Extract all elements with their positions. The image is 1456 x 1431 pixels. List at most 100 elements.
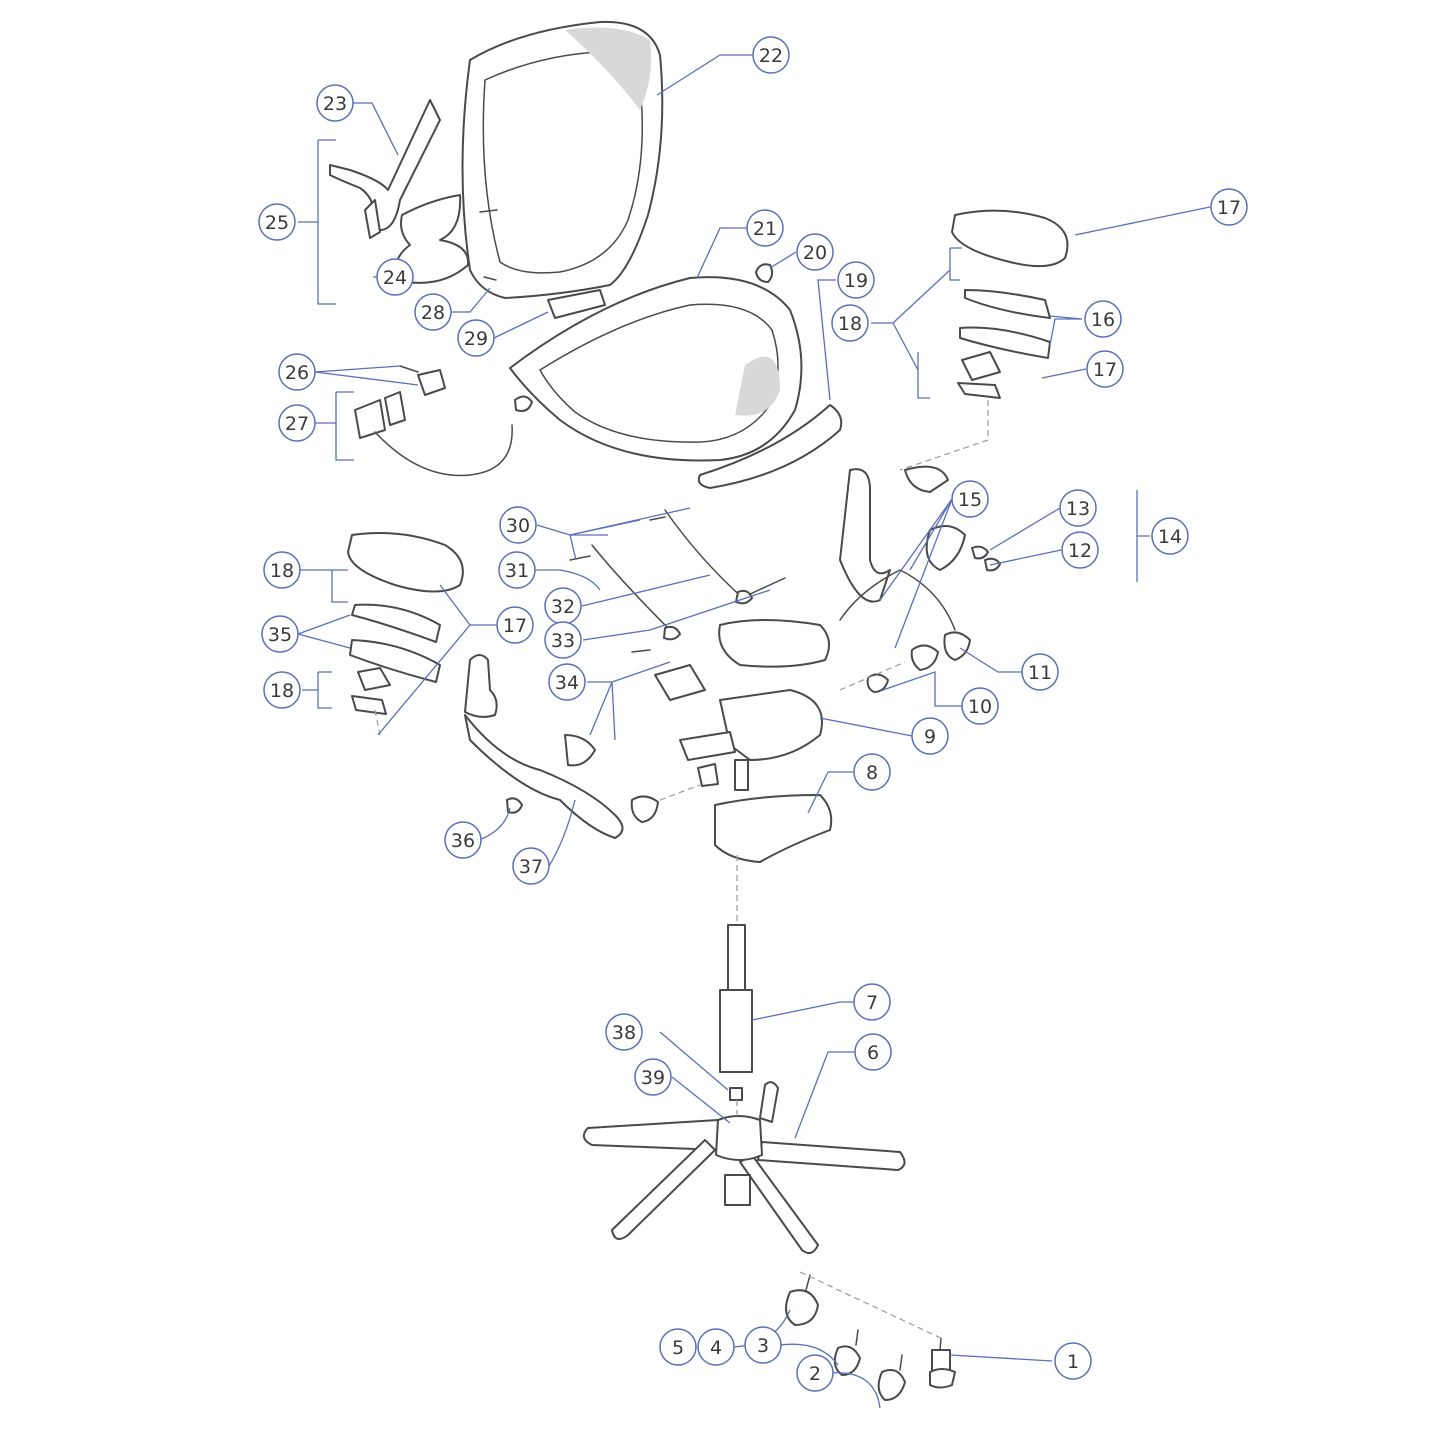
callout-circle (1086, 350, 1124, 388)
callout-17: 17 (1210, 188, 1248, 226)
callout-number: 26 (285, 362, 309, 384)
callout-11: 11 (1021, 653, 1059, 691)
callout-31: 31 (498, 551, 536, 589)
callout-number: 37 (519, 856, 543, 878)
callout-number: 15 (958, 489, 982, 511)
callout-28: 28 (414, 293, 452, 331)
callout-14: 14 (1151, 517, 1189, 555)
screw-28-part (479, 209, 498, 281)
callout-circle (1021, 653, 1059, 691)
armpad-left-part (347, 531, 464, 593)
callout-21: 21 (746, 209, 784, 247)
callout-33: 33 (544, 621, 582, 659)
callout-36: 36 (444, 821, 482, 859)
callout-circle (512, 847, 550, 885)
callout-18: 18 (263, 671, 301, 709)
callout-10: 10 (961, 687, 999, 725)
callout-number: 1 (1067, 1351, 1079, 1373)
callout-number: 35 (268, 624, 292, 646)
callout-circle (634, 1058, 672, 1096)
callout-number: 24 (383, 267, 407, 289)
callout-27: 27 (278, 404, 316, 442)
bushing-10-part (866, 673, 889, 693)
callout-1: 1 (1054, 1342, 1092, 1380)
callout-circle (961, 687, 999, 725)
callout-number: 5 (672, 1337, 684, 1359)
callout-circle (498, 551, 536, 589)
callout-number: 28 (421, 302, 445, 324)
callout-circle (376, 258, 414, 296)
callout-2: 2 (796, 1354, 834, 1392)
callout-number: 11 (1028, 662, 1052, 684)
callout-number: 34 (555, 672, 579, 694)
parts-layer (329, 20, 1069, 1401)
callout-circle (853, 753, 891, 791)
back-frame-bracket-part (329, 99, 441, 239)
seat-bracket-part (547, 289, 606, 319)
callout-15: 15 (951, 480, 989, 518)
callout-number: 19 (844, 270, 868, 292)
callout-19: 19 (837, 261, 875, 299)
gas-cylinder-part (719, 924, 753, 1101)
callout-circle (414, 293, 452, 331)
callout-number: 6 (867, 1042, 879, 1064)
callout-39: 39 (634, 1058, 672, 1096)
callout-30: 30 (499, 506, 537, 544)
callout-number: 17 (503, 615, 527, 637)
callout-number: 17 (1093, 359, 1117, 381)
callout-34: 34 (548, 663, 586, 701)
callout-circle (496, 606, 534, 644)
seat-pan-part (509, 276, 803, 462)
callout-circle (444, 821, 482, 859)
callout-circle (263, 551, 301, 589)
callout-8: 8 (853, 753, 891, 791)
callout-number: 18 (270, 560, 294, 582)
callout-circle (697, 1328, 735, 1366)
tilt-mechanism-part (679, 619, 833, 863)
callout-24: 24 (376, 258, 414, 296)
callout-circle (499, 506, 537, 544)
callout-circle (746, 209, 784, 247)
callout-circle (258, 203, 296, 241)
callout-number: 36 (451, 830, 475, 852)
callout-number: 9 (924, 726, 936, 748)
leader-lines (297, 54, 1211, 1409)
callout-9: 9 (911, 717, 949, 755)
callout-number: 23 (323, 93, 347, 115)
springs-rods-part (569, 509, 786, 653)
callout-35: 35 (261, 615, 299, 653)
callout-5: 5 (659, 1328, 697, 1366)
callout-circle (1059, 489, 1097, 527)
callout-circle (951, 480, 989, 518)
callout-circle (831, 304, 869, 342)
arm-plates-left-part (349, 603, 441, 715)
callout-25: 25 (258, 203, 296, 241)
callout-22: 22 (752, 36, 790, 74)
callout-number: 39 (641, 1067, 665, 1089)
callout-number: 18 (838, 313, 862, 335)
callout-number: 29 (464, 328, 488, 350)
callout-circle (457, 319, 495, 357)
callout-number: 32 (551, 596, 575, 618)
callout-circle (744, 1326, 782, 1364)
bushing-11-part (910, 644, 939, 671)
callout-number: 17 (1217, 197, 1241, 219)
callout-16: 16 (1084, 300, 1122, 338)
callout-7: 7 (853, 983, 891, 1021)
callout-17: 17 (496, 606, 534, 644)
arm-structure-left-part (464, 654, 706, 839)
callout-circle (853, 983, 891, 1021)
callout-circle (261, 615, 299, 653)
callout-18: 18 (263, 551, 301, 589)
callout-circle (796, 1354, 834, 1392)
callout-number: 27 (285, 413, 309, 435)
five-star-base-part (582, 1081, 906, 1255)
callout-number: 22 (759, 45, 783, 67)
knob-20-part (755, 263, 774, 283)
callout-circle (278, 353, 316, 391)
callout-circle (837, 261, 875, 299)
callout-circle (1084, 300, 1122, 338)
callout-number: 10 (968, 696, 992, 718)
callout-circle (1054, 1342, 1092, 1380)
